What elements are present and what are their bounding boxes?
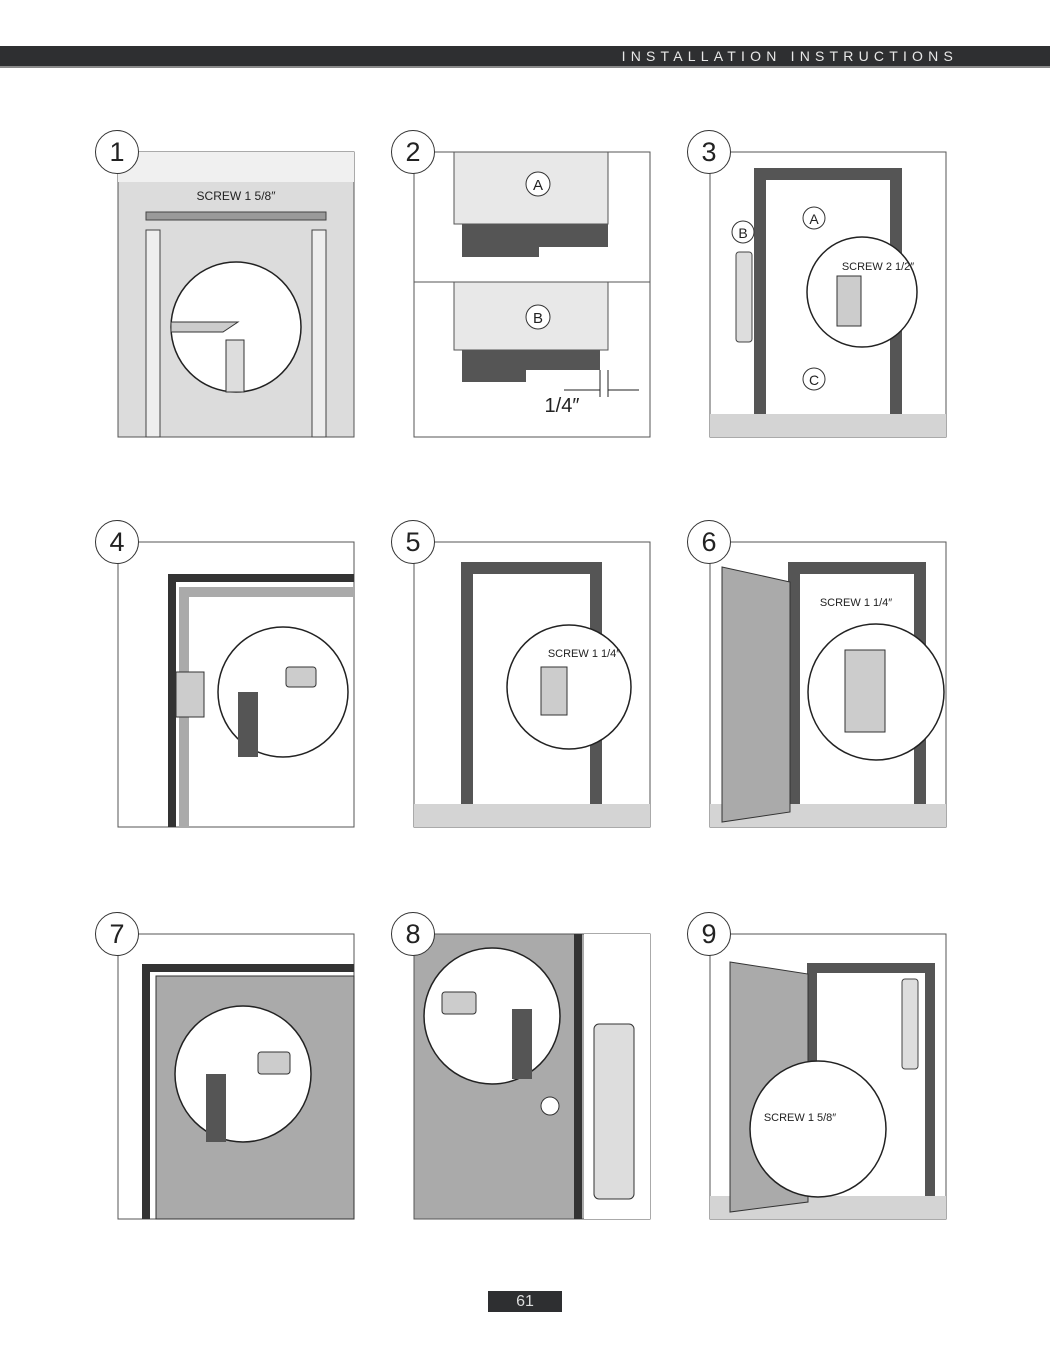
step-7-number: 7 bbox=[95, 912, 139, 956]
step-3-label-b: B bbox=[738, 225, 747, 241]
step-5-screw-label: SCREW 1 1/4″ bbox=[548, 648, 620, 660]
step-9-illustration: SCREW 1 5/8″ 9 bbox=[687, 912, 947, 1220]
step-2-label-b: B bbox=[533, 310, 543, 327]
step-5-number: 5 bbox=[391, 520, 435, 564]
page-number: 61 bbox=[488, 1291, 562, 1312]
step-8-number: 8 bbox=[391, 912, 435, 956]
header-title: INSTALLATION INSTRUCTIONS bbox=[621, 48, 958, 64]
step-8-illustration: 8 bbox=[391, 912, 651, 1220]
step-2-measure: 1/4″ bbox=[545, 395, 580, 417]
step-6-screw-label: SCREW 1 1/4″ bbox=[820, 597, 892, 609]
step-4-illustration: 4 bbox=[95, 520, 355, 828]
step-5-illustration: SCREW 1 1/4″ 5 bbox=[391, 520, 651, 828]
step-3-screw-label: SCREW 2 1/2″ bbox=[842, 261, 914, 273]
step-1-number: 1 bbox=[95, 130, 139, 174]
step-2-number: 2 bbox=[391, 130, 435, 174]
step-6-illustration: SCREW 1 1/4″ 6 bbox=[687, 520, 947, 828]
step-3-label-c: C bbox=[809, 372, 819, 388]
step-1-illustration: SCREW 1 5/8″ 1 bbox=[95, 130, 355, 438]
step-3-illustration: SCREW 2 1/2″ A B C 3 bbox=[687, 130, 947, 438]
step-3-number: 3 bbox=[687, 130, 731, 174]
step-9-number: 9 bbox=[687, 912, 731, 956]
step-6-number: 6 bbox=[687, 520, 731, 564]
step-9-screw-label: SCREW 1 5/8″ bbox=[764, 1112, 836, 1124]
step-4-number: 4 bbox=[95, 520, 139, 564]
step-1-screw-label: SCREW 1 5/8″ bbox=[197, 189, 277, 203]
step-3-label-a: A bbox=[809, 211, 819, 227]
step-2-illustration: A B 1/4″ 2 bbox=[391, 130, 651, 438]
header-bar: INSTALLATION INSTRUCTIONS bbox=[0, 46, 1050, 68]
step-2-label-a: A bbox=[533, 177, 543, 194]
step-7-illustration: 7 bbox=[95, 912, 355, 1220]
